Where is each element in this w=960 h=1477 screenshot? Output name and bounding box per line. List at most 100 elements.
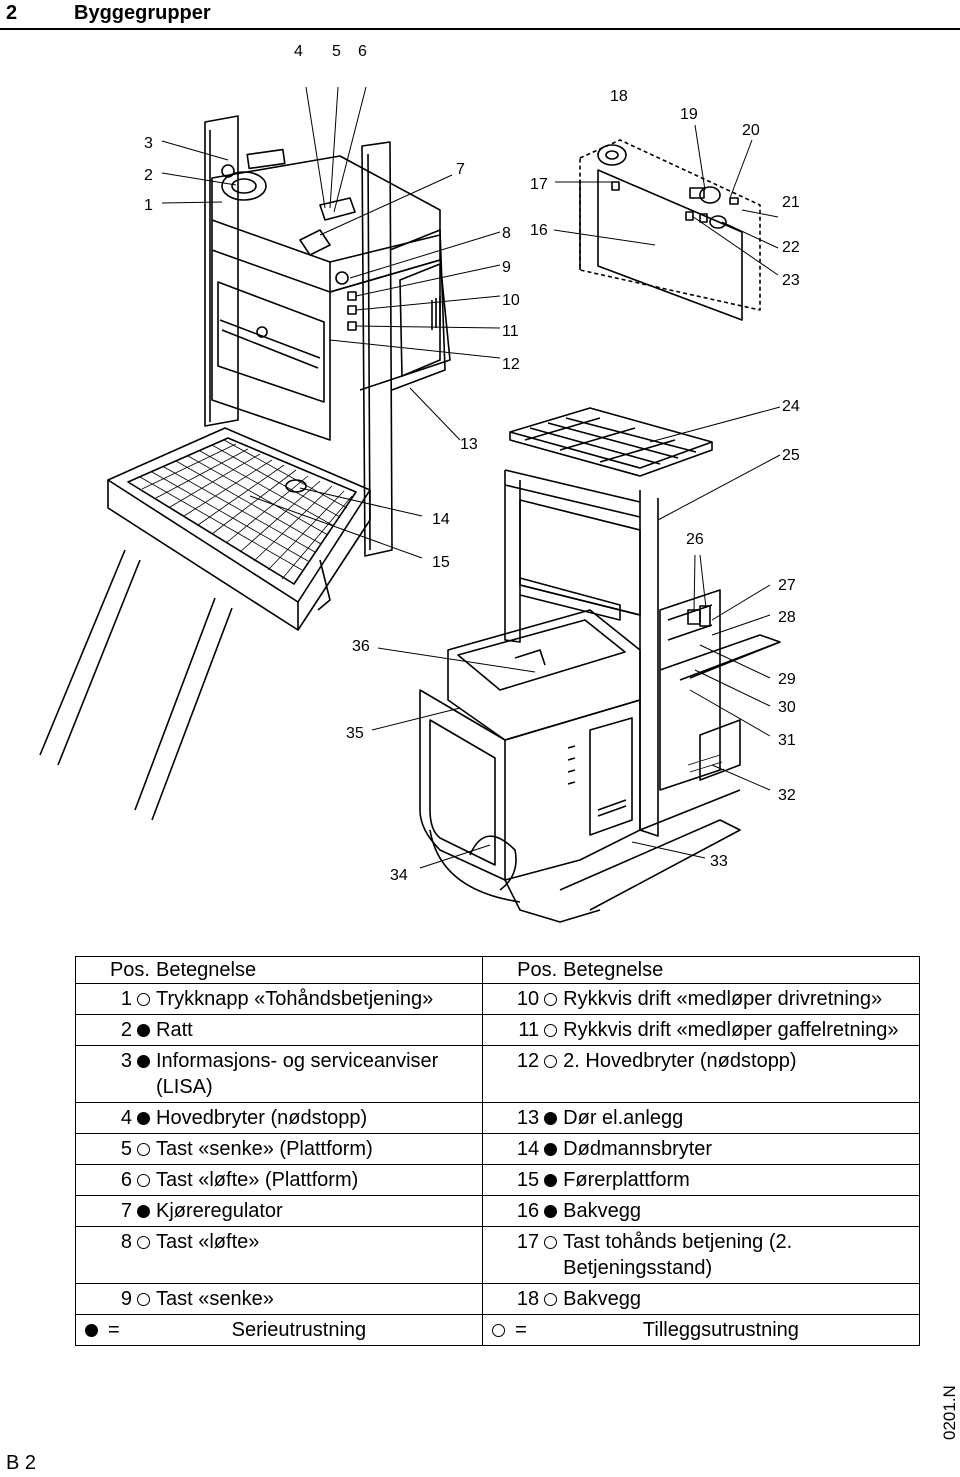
drawing-lines — [39, 115, 781, 923]
callout-15: 15 — [432, 554, 450, 571]
designation: Tast «senke» (Plattform) — [150, 1133, 484, 1165]
standard-equipment-icon — [137, 1205, 150, 1218]
designation: 2. Hovedbryter (nødstopp) — [557, 1045, 921, 1103]
callout-10: 10 — [502, 292, 520, 309]
callout-3: 3 — [144, 135, 153, 152]
callout-labels: 1 2 3 4 5 6 7 8 9 10 11 12 13 14 15 16 1… — [144, 43, 800, 884]
callout-12: 12 — [502, 356, 520, 373]
pos-number: 7 — [120, 1200, 132, 1222]
designation: Bakvegg — [557, 1195, 921, 1227]
pos-number: 2 — [120, 1019, 132, 1041]
designation: Dødmannsbryter — [557, 1133, 921, 1165]
designation: Tast «løfte» — [150, 1226, 484, 1284]
designation: Informasjons- og serviceanviser (LISA) — [150, 1045, 484, 1103]
header-pos-right: Pos. — [482, 956, 558, 984]
designation: Tast tohånds betjening (2. Betjeningssta… — [557, 1226, 921, 1284]
pos-number: 4 — [120, 1107, 132, 1129]
standard-equals: = — [108, 1319, 120, 1341]
optional-equipment-icon — [544, 993, 558, 1006]
optional-equipment-icon — [137, 1293, 150, 1306]
callout-13: 13 — [460, 436, 478, 453]
standard-equipment-icon — [137, 1112, 150, 1125]
standard-equipment-icon — [544, 1112, 558, 1125]
callout-33: 33 — [710, 853, 728, 870]
header-desc-right: Betegnelse — [557, 956, 921, 984]
page-header: 2 Byggegrupper — [0, 0, 960, 30]
header-pos-left: Pos. — [75, 956, 150, 984]
callout-27: 27 — [778, 577, 796, 594]
callout-20: 20 — [742, 122, 760, 139]
callout-30: 30 — [778, 699, 796, 716]
callout-4: 4 — [294, 43, 303, 60]
legend-row: 6 Tast «løfte» (Plattform) 15 Førerplatt… — [75, 1164, 921, 1196]
pos-number: 9 — [120, 1288, 132, 1310]
pos-number: 13 — [516, 1107, 540, 1129]
callout-17: 17 — [530, 176, 548, 193]
section-number: 2 — [6, 2, 18, 24]
optional-equipment-icon — [544, 1055, 558, 1068]
pos-number: 6 — [120, 1169, 132, 1191]
standard-equipment-icon — [544, 1143, 558, 1156]
pos-number: 5 — [120, 1138, 132, 1160]
callout-35: 35 — [346, 725, 364, 742]
optional-equals: = — [515, 1319, 527, 1341]
leader-lines — [161, 86, 781, 869]
callout-28: 28 — [778, 609, 796, 626]
optional-equipment-icon — [137, 1236, 150, 1249]
pos-number: 18 — [516, 1288, 540, 1310]
standard-equipment-icon — [85, 1323, 98, 1337]
optional-equipment-label: Tilleggsutrustning — [642, 1319, 799, 1341]
pos-number: 16 — [516, 1200, 540, 1222]
pos-number: 17 — [516, 1231, 540, 1253]
callout-36: 36 — [352, 638, 370, 655]
legend-table: Pos. Betegnelse Pos. Betegnelse 1 Trykkn… — [74, 956, 921, 1346]
legend-row: 9 Tast «senke» 18 Bakvegg — [75, 1283, 921, 1315]
callout-29: 29 — [778, 671, 796, 688]
callout-14: 14 — [432, 511, 450, 528]
standard-equipment-icon — [544, 1205, 558, 1218]
callout-11: 11 — [502, 323, 519, 340]
designation: Førerplattform — [557, 1164, 921, 1196]
optional-equipment-icon — [544, 1236, 558, 1249]
pos-number: 11 — [518, 1019, 540, 1041]
pos-number: 1 — [120, 988, 132, 1010]
callout-8: 8 — [502, 225, 511, 242]
callout-2: 2 — [144, 167, 153, 184]
truck-illustration: 1 2 3 4 5 6 7 8 9 10 11 12 13 14 15 16 1… — [0, 30, 960, 950]
document-code: 0201.N — [940, 1385, 959, 1440]
standard-equipment-icon — [544, 1174, 558, 1187]
optional-equipment-icon — [137, 993, 150, 1006]
legend-footer-row: = Serieutrustning = Tilleggsutrustning — [74, 1314, 920, 1346]
optional-equipment-icon — [492, 1323, 506, 1337]
designation: Dør el.anlegg — [557, 1102, 921, 1134]
standard-equipment-icon — [137, 1024, 150, 1037]
legend-header-row: Pos. Betegnelse Pos. Betegnelse — [75, 956, 921, 984]
legend-row: 5 Tast «senke» (Plattform) 14 Dødmannsbr… — [75, 1133, 921, 1165]
optional-equipment-icon — [544, 1024, 558, 1037]
legend-row: 1 Trykknapp «Tohåndsbetjening» 10 Rykkvi… — [75, 983, 921, 1015]
callout-19: 19 — [680, 106, 698, 123]
callout-25: 25 — [782, 447, 800, 464]
callout-21: 21 — [782, 194, 800, 211]
pos-number: 15 — [516, 1169, 540, 1191]
designation: Kjøreregulator — [150, 1195, 484, 1227]
designation: Tast «senke» — [150, 1283, 484, 1315]
standard-equipment-icon — [137, 1055, 150, 1068]
designation: Ratt — [150, 1014, 484, 1046]
pos-number: 3 — [120, 1050, 132, 1072]
designation: Tast «løfte» (Plattform) — [150, 1164, 484, 1196]
legend-row: 7 Kjøreregulator 16 Bakvegg — [75, 1195, 921, 1227]
legend-row: 3 Informasjons- og serviceanviser (LISA)… — [75, 1045, 921, 1103]
callout-31: 31 — [778, 732, 796, 749]
callout-24: 24 — [782, 398, 800, 415]
designation: Bakvegg — [557, 1283, 921, 1315]
callout-32: 32 — [778, 787, 796, 804]
optional-equipment-icon — [137, 1143, 150, 1156]
callout-6: 6 — [358, 43, 367, 60]
legend-row: 4 Hovedbryter (nødstopp) 13 Dør el.anleg… — [75, 1102, 921, 1134]
legend-row: 2 Ratt 11 Rykkvis drift «medløper gaffel… — [75, 1014, 921, 1046]
callout-7: 7 — [456, 161, 465, 178]
callout-16: 16 — [530, 222, 548, 239]
pos-number: 14 — [516, 1138, 540, 1160]
header-rule — [0, 28, 960, 30]
